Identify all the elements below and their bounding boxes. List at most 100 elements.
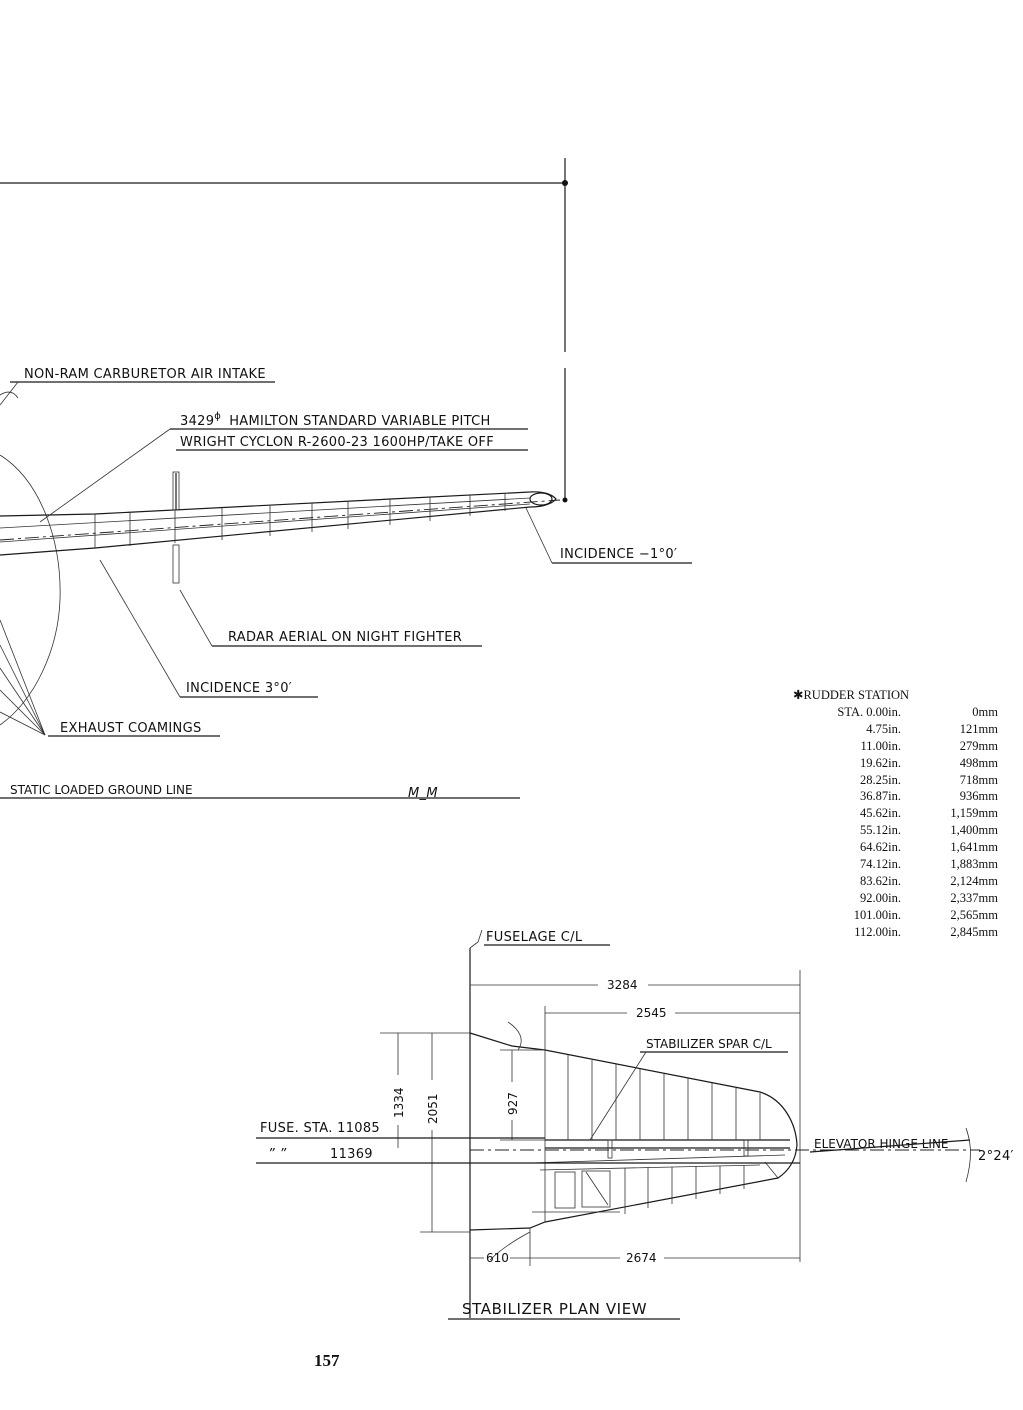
radar-aerial-lower-mast [172,544,180,584]
hinge-angle-arc [965,1127,971,1183]
label-exhaust: EXHAUST COAMINGS [60,721,202,736]
rudder-station-mm: 1,883mm [950,857,998,872]
leader-carb-intake [0,381,19,406]
fuselage-cl-leader [469,929,483,949]
label-fuselage-cl: FUSELAGE C/L [486,930,583,945]
exhaust-stubs [0,619,46,736]
rudder-station-row: 112.00in. 2,845mm [793,924,998,941]
rudder-station-mm: 279mm [959,738,998,753]
radar-aerial-upper-mast [172,471,180,511]
label-radar: RADAR AERIAL ON NIGHT FIGHTER [228,630,462,645]
stabilizer-outline [469,1032,798,1231]
rudder-station-inches: 19.62in. [860,755,901,770]
label-incidence-wing: INCIDENCE 3°0′ [186,681,292,696]
rudder-station-inches: 28.25in. [860,772,901,787]
rudder-station-inches: 83.62in. [860,873,901,888]
rudder-station-row: 28.25in. 718mm [793,772,998,789]
elevator-leading-edge [529,1154,786,1164]
label-prop-line2: WRIGHT CYCLON R-2600-23 1600HP/TAKE OFF [180,435,494,450]
spar-stub-2 [743,1139,749,1157]
label-prop-line1: 3429ϕ HAMILTON STANDARD VARIABLE PITCH [180,411,491,429]
stabilizer-plan-view: FUSELAGE C/L 3284 2545 [256,929,1014,1320]
rudder-station-mm: 0mm [972,704,998,719]
rudder-station-row: 101.00in. 2,565mm [793,907,998,924]
rudder-station-inches: 36.87in. [860,789,901,804]
rudder-station-row: STA. 0.00in. 0mm [793,704,998,721]
rudder-station-rows: STA. 0.00in. 0mm 4.75in. 121mm 11.00in. 279mm… [793,704,998,941]
fuselage-frames [94,493,506,548]
rudder-station-title: ✱RUDDER STATION [793,688,910,702]
rudder-station-row: 92.00in.2,337mm [793,890,998,907]
rudder-station-row: 19.62in. 498mm [793,755,998,772]
rudder-station-inches: 64.62in. [860,840,901,855]
rudder-station-inches: 101.00in. [853,907,901,922]
leader-radar [179,589,213,647]
label-hinge-angle: 2°24′ [978,1149,1014,1164]
dim-2545: 2545 [636,1006,667,1020]
prop-diameter-symbol: ϕ [214,411,221,422]
ground-line-mark: M_M [408,786,438,801]
rudder-station-mm: 718mm [959,772,998,787]
rudder-station-inches: 74.12in. [860,857,901,872]
fuselage-tail-outline [0,491,557,556]
rudder-station-mm: 1,641mm [950,840,998,855]
rudder-station-mm: 1,159mm [950,806,998,821]
label-incidence-tail: INCIDENCE −1°0′ [560,547,677,562]
stabilizer-title: STABILIZER PLAN VIEW [462,1300,647,1318]
side-elevation: NON-RAM CARBURETOR AIR INTAKE 3429ϕ HAMIL… [0,158,692,801]
fuselage-centerline [0,499,561,541]
dim-2051: 2051 [426,1093,440,1124]
rudder-station-mm: 2,565mm [950,907,998,922]
fuselage-lower-inner [0,503,531,543]
rudder-station-table: ✱RUDDER STATION STA. 0.00in. 0mm 4.75in. 12… [793,687,998,941]
rudder-station-mm: 2,845mm [950,924,998,939]
rudder-station-inches: 92.00in. [860,890,901,905]
rudder-station-mm: 2,124mm [950,873,998,888]
dim-3284: 3284 [607,978,638,992]
rudder-station-inches: 55.12in. [860,823,901,838]
dim-2674: 2674 [626,1251,657,1265]
rudder-station-inches: 11.00in. [860,738,901,753]
elevator-inner [539,1164,761,1171]
label-elevator-hinge: ELEVATOR HINGE LINE [814,1137,949,1151]
fuselage-upper-inner [0,497,531,529]
datum-node [562,497,568,503]
rudder-station-row: 45.62in. 1,159mm [793,805,998,822]
prop-diameter: 3429 [180,414,214,429]
rudder-station-mm: 121mm [959,721,998,736]
rudder-station-row: 4.75in. 121mm [793,721,998,738]
rudder-station-row: 74.12in. 1,883mm [793,856,998,873]
label-fuse-sta-2-ditto: ” ” [268,1147,287,1162]
underline-elevator-hinge [809,1139,971,1153]
rudder-station-inches: 4.75in. [866,721,901,736]
dim-1334: 1334 [392,1087,406,1118]
rudder-station-row: 55.12in. 1,400mm [793,822,998,839]
rudder-station-row: 64.62in. 1,641mm [793,839,998,856]
rudder-station-row: 83.62in. 2,124mm [793,873,998,890]
rudder-station-mm: 498mm [959,755,998,770]
rudder-station-row: 11.00in. 279mm [793,738,998,755]
label-carb-intake: NON-RAM CARBURETOR AIR INTAKE [24,367,266,382]
propeller-disc-arc [0,454,61,726]
tail-cone-cap [529,492,553,506]
prop-maker: HAMILTON STANDARD VARIABLE PITCH [229,414,490,429]
rudder-station-row: 36.87in. 936mm [793,788,998,805]
rudder-station-inches: 45.62in. [860,806,901,821]
rudder-station-mm: 936mm [959,789,998,804]
root-fillet-upper [507,1021,522,1051]
leader-spar-cl [589,1051,647,1141]
label-fuse-sta-2: 11369 [330,1147,373,1162]
rudder-station-inches: STA. 0.00in. [837,704,901,719]
intake-arc [0,391,19,399]
rudder-station-inches: 112.00in. [854,924,901,939]
dim-610: 610 [486,1251,509,1265]
root-fillet-lower [489,1231,531,1261]
leader-prop [39,428,171,523]
label-spar-cl: STABILIZER SPAR C/L [646,1037,772,1051]
page-number: 157 [314,1351,340,1370]
leader-incidence-tail [525,507,553,564]
rudder-station-mm: 1,400mm [950,823,998,838]
label-fuse-sta-1: FUSE. STA. 11085 [260,1121,380,1136]
elevator-ribs [532,1161,779,1214]
